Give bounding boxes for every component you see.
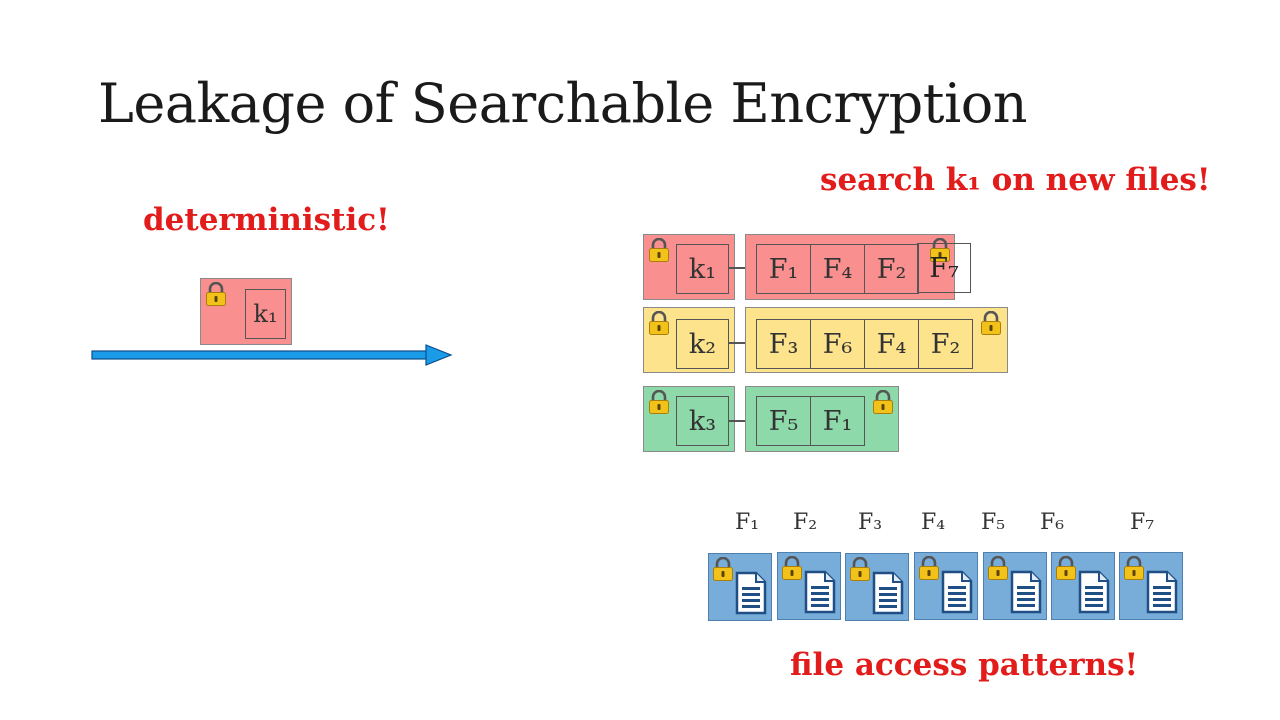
file-label: F₃: [857, 510, 883, 535]
arrow-right-icon: [91, 344, 453, 366]
index-key-k3: k₃: [676, 396, 729, 446]
lock-icon: [1055, 556, 1077, 580]
lock-icon: [849, 557, 871, 581]
document-icon: [1009, 570, 1043, 614]
lock-icon: [205, 282, 227, 306]
new-file-id-cell: F₇: [917, 243, 971, 293]
file-id-cell: F₃: [756, 319, 811, 369]
file-id-cell: F₂: [918, 319, 973, 369]
encrypted-file: [845, 553, 909, 621]
lock-icon: [918, 556, 940, 580]
encrypted-file: [777, 552, 841, 620]
lock-icon: [872, 390, 894, 414]
file-id-cell: F₂: [864, 244, 919, 294]
index-pointer: [728, 420, 756, 422]
file-access-note: file access patterns!: [790, 647, 1139, 683]
document-icon: [1077, 570, 1111, 614]
file-id-cell: F₄: [810, 244, 865, 294]
token-key-label: k₁: [245, 289, 286, 339]
lock-icon: [987, 556, 1009, 580]
slide-title: Leakage of Searchable Encryption: [98, 72, 1028, 135]
index-key-box-k1: k₁: [643, 234, 735, 300]
file-label: F₆: [1039, 510, 1065, 535]
deterministic-note: deterministic!: [143, 202, 390, 238]
file-id-cell: F₁: [756, 244, 811, 294]
index-list-k1: F₁ F₄ F₂: [745, 234, 955, 300]
file-id-cell: F₁: [810, 396, 865, 446]
lock-icon: [712, 557, 734, 581]
index-list-k2: F₃ F₆ F₄ F₂: [745, 307, 1008, 373]
lock-icon: [648, 238, 670, 262]
encrypted-file: [708, 553, 772, 621]
file-label: F₂: [792, 510, 818, 535]
encrypted-file: [914, 552, 978, 620]
lock-icon: [648, 311, 670, 335]
lock-icon: [980, 311, 1002, 335]
document-icon: [803, 570, 837, 614]
index-key-k2: k₂: [676, 319, 729, 369]
index-list-k3: F₅ F₁: [745, 386, 899, 452]
lock-icon: [1123, 556, 1145, 580]
document-icon: [1145, 570, 1179, 614]
file-label: F₇: [1129, 510, 1155, 535]
lock-icon: [648, 390, 670, 414]
search-token: k₁: [200, 278, 292, 345]
document-icon: [871, 571, 905, 615]
search-new-files-note: search k₁ on new files!: [820, 162, 1211, 198]
file-label: F₅: [980, 510, 1006, 535]
index-key-k1: k₁: [676, 244, 729, 294]
file-id-cell: F₅: [756, 396, 811, 446]
file-label: F₄: [920, 510, 946, 535]
index-pointer: [728, 342, 756, 344]
lock-icon: [781, 556, 803, 580]
file-id-cell: F₆: [810, 319, 865, 369]
index-key-box-k2: k₂: [643, 307, 735, 373]
index-pointer: [728, 267, 756, 269]
document-icon: [940, 570, 974, 614]
encrypted-file: [1051, 552, 1115, 620]
encrypted-file: [1119, 552, 1183, 620]
file-label: F₁: [734, 510, 760, 535]
encrypted-file: [983, 552, 1047, 620]
document-icon: [734, 571, 768, 615]
index-key-box-k3: k₃: [643, 386, 735, 452]
file-id-cell: F₄: [864, 319, 919, 369]
